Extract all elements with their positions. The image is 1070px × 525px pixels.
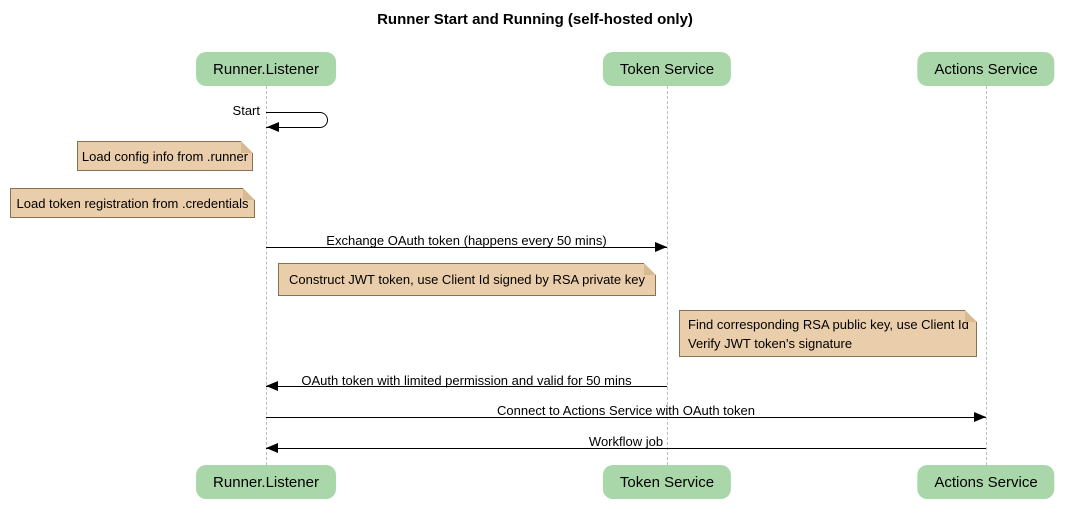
lifeline-token-service [667, 86, 668, 465]
note-load-config: Load config info from .runner [77, 141, 253, 171]
note-text: Load config info from .runner [81, 148, 249, 164]
participant-label: Token Service [619, 60, 715, 78]
participant-runner-listener-bottom: Runner.Listener [196, 465, 336, 499]
diagram-title: Runner Start and Running (self-hosted on… [377, 11, 693, 28]
message-start-arrowhead [267, 122, 279, 132]
participant-label: Token Service [619, 473, 715, 491]
note-fold-corner-icon [243, 188, 255, 200]
message-oauth-token-label: OAuth token with limited permission and … [301, 373, 632, 388]
participant-actions-service-bottom: Actions Service [917, 465, 1055, 499]
participant-token-service-bottom: Token Service [602, 465, 732, 499]
message-connect-label: Connect to Actions Service with OAuth to… [497, 403, 755, 418]
note-verify-jwt: Find corresponding RSA public key, use C… [679, 310, 977, 357]
note-load-token-registration: Load token registration from .credential… [10, 188, 255, 218]
note-text: Load token registration from .credential… [16, 195, 249, 211]
message-start-label: Start [232, 103, 260, 118]
message-exchange-oauth-label: Exchange OAuth token (happens every 50 m… [326, 233, 607, 248]
lifeline-runner-listener [266, 86, 267, 465]
message-start-loop [266, 112, 328, 128]
message-exchange-oauth-line [266, 247, 667, 248]
message-exchange-oauth-arrowhead [655, 242, 667, 252]
lifeline-actions-service [986, 86, 987, 465]
note-construct-jwt: Construct JWT token, use Client Id signe… [278, 263, 656, 296]
message-workflow-job-line [266, 448, 986, 449]
participant-runner-listener-top: Runner.Listener [196, 52, 336, 86]
message-oauth-token-arrowhead [266, 381, 278, 391]
message-connect-line [266, 417, 986, 418]
participant-token-service-top: Token Service [602, 52, 732, 86]
participant-label: Actions Service [934, 60, 1038, 78]
message-workflow-job-label: Workflow job [588, 434, 664, 449]
note-text-line1: Find corresponding RSA public key, use C… [688, 316, 969, 332]
note-fold-corner-icon [241, 141, 253, 153]
participant-label: Actions Service [934, 473, 1038, 491]
message-connect-arrowhead [974, 412, 986, 422]
note-text: Construct JWT token, use Client Id signe… [289, 272, 645, 287]
note-text-line2: Verify JWT token's signature [688, 335, 853, 351]
note-fold-corner-icon [965, 310, 977, 322]
participant-label: Runner.Listener [213, 60, 319, 78]
participant-label: Runner.Listener [213, 473, 319, 491]
message-oauth-token-line [266, 386, 667, 387]
participant-actions-service-top: Actions Service [917, 52, 1055, 86]
note-fold-corner-icon [644, 263, 656, 275]
message-workflow-job-arrowhead [266, 443, 278, 453]
